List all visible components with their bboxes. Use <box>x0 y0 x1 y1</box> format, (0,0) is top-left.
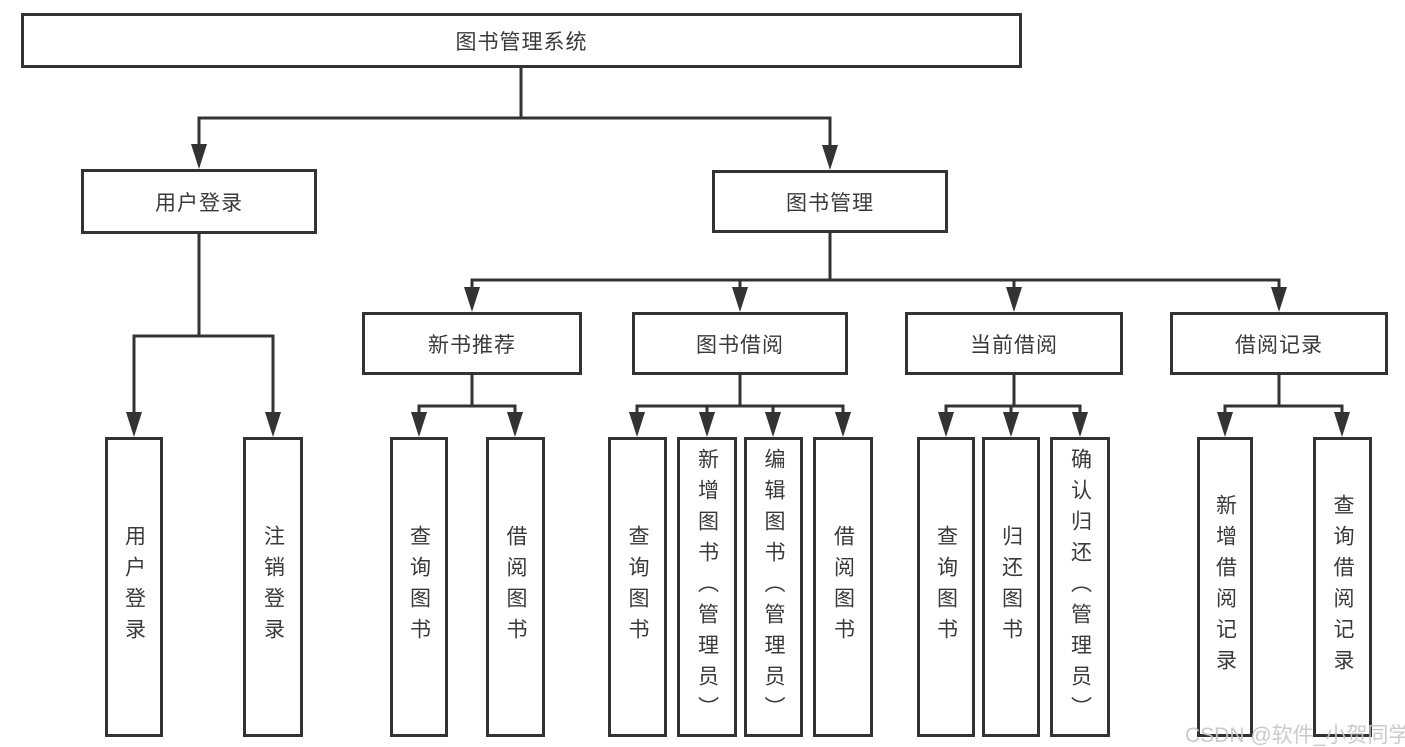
arrowheads <box>126 144 1350 437</box>
csdn-watermark: CSDN @软件_小贺同学 <box>1185 724 1405 747</box>
node-label: 图书管理系统 <box>455 30 588 54</box>
leaf-user-login: 用户登录 <box>105 437 163 737</box>
node-book-borrowing: 图书借阅 <box>632 312 848 375</box>
leaf-edit-books-admin: 编辑图书（管理员） <box>744 437 803 737</box>
leaf-logout: 注销登录 <box>243 437 303 737</box>
node-label: 借阅图书 <box>504 525 527 649</box>
leaf-add-books-admin: 新增图书（管理员） <box>677 437 737 737</box>
node-label: 图书管理 <box>786 191 874 215</box>
node-label: 新增图书（管理员） <box>695 447 719 727</box>
node-label: 用户登录 <box>155 191 243 215</box>
node-label: 编辑图书（管理员） <box>762 447 785 727</box>
leaf-query-books-recommend: 查询图书 <box>390 437 448 737</box>
leaf-return-books: 归还图书 <box>982 437 1040 737</box>
node-label: 注销登录 <box>261 525 285 649</box>
node-label: 查询借阅记录 <box>1331 494 1354 680</box>
node-label: 借阅图书 <box>831 525 855 649</box>
node-root-book-management-system: 图书管理系统 <box>21 13 1022 68</box>
node-borrowing-records: 借阅记录 <box>1170 312 1388 375</box>
node-label: 用户登录 <box>122 525 146 649</box>
node-label: 新增借阅记录 <box>1213 494 1237 680</box>
leaf-borrow-books-recommend: 借阅图书 <box>486 437 545 737</box>
node-label: 借阅记录 <box>1235 333 1323 357</box>
node-label: 确认归还（管理员） <box>1068 447 1092 727</box>
node-label: 查询图书 <box>626 525 649 649</box>
node-book-management: 图书管理 <box>712 170 948 233</box>
leaf-query-books-current: 查询图书 <box>917 437 975 737</box>
node-label: 查询图书 <box>934 525 958 649</box>
leaf-confirm-return-admin: 确认归还（管理员） <box>1050 437 1110 737</box>
node-current-borrowing: 当前借阅 <box>905 312 1123 375</box>
node-label: 图书借阅 <box>696 333 784 357</box>
node-label: 查询图书 <box>407 525 431 649</box>
leaf-query-books-borrow: 查询图书 <box>608 437 667 737</box>
leaf-add-borrow-record: 新增借阅记录 <box>1197 437 1253 737</box>
leaf-query-borrow-record: 查询借阅记录 <box>1313 437 1372 737</box>
node-label: 当前借阅 <box>970 333 1058 357</box>
node-new-book-recommendation: 新书推荐 <box>362 312 582 375</box>
leaf-borrow-books: 借阅图书 <box>813 437 873 737</box>
node-user-login: 用户登录 <box>81 169 317 234</box>
node-label: 新书推荐 <box>428 333 516 357</box>
node-label: 归还图书 <box>999 525 1023 649</box>
